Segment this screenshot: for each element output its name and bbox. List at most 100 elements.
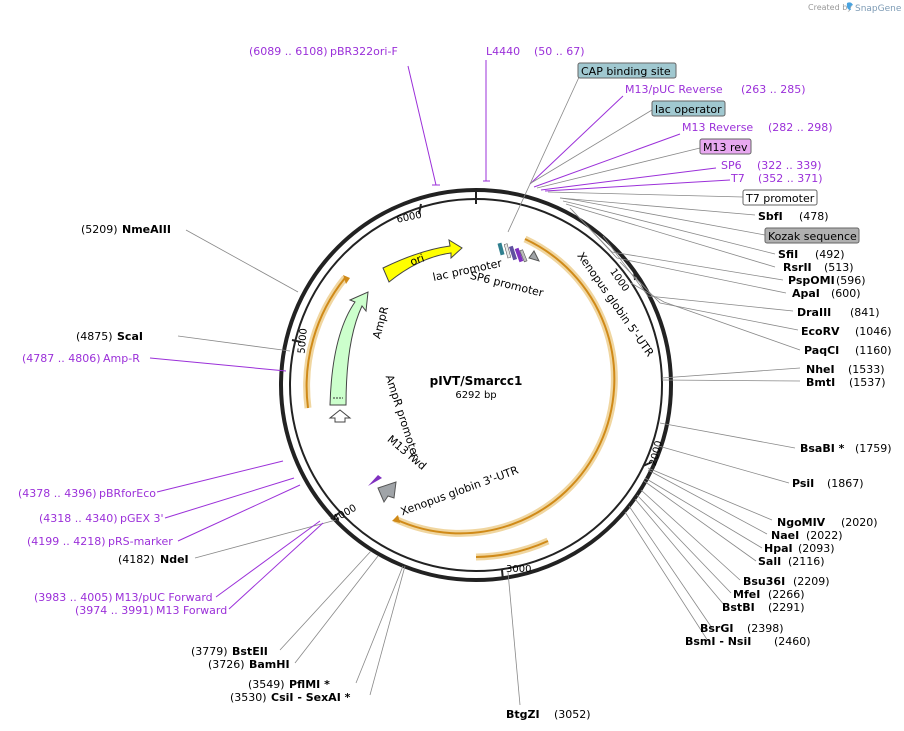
plasmid-name: pIVT/Smarcc1 — [430, 374, 523, 388]
enzyme-naei[interactable]: NaeI — [771, 529, 799, 542]
lac-operator-box[interactable] — [651, 100, 726, 117]
cds-arc[interactable] — [394, 238, 616, 535]
cap-binding-site-box[interactable] — [577, 62, 677, 79]
cds-arc2-halo — [475, 537, 550, 561]
enzyme-pos-bsu36i: (2209) — [793, 575, 830, 588]
primer-range-pbr322ori: (6089 .. 6108) — [249, 45, 328, 58]
enzyme-mfei[interactable]: MfeI — [733, 588, 760, 601]
enzyme-pos-psii: (1867) — [827, 477, 864, 490]
feature-leaders — [507, 74, 744, 233]
primer-t7[interactable]: T7 — [730, 172, 745, 185]
created-by-text: Created by — [808, 3, 852, 12]
ampr-promoter-feature[interactable] — [328, 409, 352, 423]
primer-m13puc-forward[interactable]: M13/pUC Forward — [115, 591, 213, 604]
primer-range-l4440: (50 .. 67) — [534, 45, 585, 58]
cds-arc3[interactable] — [305, 277, 346, 409]
ori-feature[interactable] — [382, 238, 463, 283]
enzyme-pos-bstbi: (2291) — [768, 601, 805, 614]
enzyme-pos-btgzi: (3052) — [554, 708, 591, 721]
enzyme-rsrii[interactable]: RsrII — [783, 261, 812, 274]
ori-label: ori — [408, 252, 426, 269]
primer-pbrforeco[interactable]: pBRforEco — [99, 487, 156, 500]
primer-range-t7: (352 .. 371) — [758, 172, 823, 185]
enzyme-pos-pspomi: (596) — [836, 274, 866, 287]
enzyme-pspomi[interactable]: PspOMI — [788, 274, 835, 287]
enzyme-pos-bsmi-nsii: (2460) — [774, 635, 811, 648]
enzyme-pos-paqci: (1160) — [855, 344, 892, 357]
enzyme-ndei[interactable]: NdeI — [160, 553, 189, 566]
primer-prs-marker[interactable]: pRS-marker — [108, 535, 173, 548]
enzyme-bsu36i[interactable]: Bsu36I — [743, 575, 785, 588]
enzyme-csii-sexai[interactable]: CsiI - SexAI * — [271, 691, 351, 704]
enzyme-ecorv[interactable]: EcoRV — [801, 325, 840, 338]
enzyme-pos-ngomiv: (2020) — [841, 516, 878, 529]
kozak-box[interactable] — [764, 227, 860, 244]
tick-label-6000: 6000 — [396, 210, 423, 226]
enzyme-ngomiv[interactable]: NgoMIV — [777, 516, 826, 529]
enzyme-bstbi[interactable]: BstBI — [722, 601, 755, 614]
m13-rev-box[interactable] — [699, 138, 752, 155]
enzyme-bamhi[interactable]: BamHI — [249, 658, 290, 671]
backbone-outer — [279, 188, 673, 582]
enzyme-psii[interactable]: PsiI — [792, 477, 814, 490]
enzyme-bsmi-nsii[interactable]: BsmI - NsiI — [685, 635, 751, 648]
primer-l4440[interactable]: L4440 — [486, 45, 520, 58]
primer-m13-reverse[interactable]: M13 Reverse — [682, 121, 753, 134]
snapgene-brand: SnapGene — [855, 4, 902, 14]
primer-range-m13puc-reverse: (263 .. 285) — [741, 83, 806, 96]
enzyme-pflmi[interactable]: PflMI * — [289, 678, 330, 691]
enzyme-apai[interactable]: ApaI — [792, 287, 820, 300]
top-feature-cluster[interactable] — [497, 242, 540, 263]
enzyme-pos-hpai: (2093) — [798, 542, 835, 555]
ampr-feature[interactable] — [329, 291, 369, 406]
cds-arc2[interactable] — [475, 540, 549, 558]
enzyme-sfii[interactable]: SfiI — [778, 248, 798, 261]
enzyme-paqci[interactable]: PaqCI — [804, 344, 839, 357]
primer-m13puc-reverse[interactable]: M13/pUC Reverse — [625, 83, 723, 96]
enzyme-pos-pflmi: (3549) — [248, 678, 285, 691]
enzyme-nhei[interactable]: NheI — [806, 363, 835, 376]
enzyme-bsabi[interactable]: BsaBI * — [800, 442, 845, 455]
primer-range-prs-marker: (4199 .. 4218) — [27, 535, 106, 548]
primer-pbr322ori[interactable]: pBR322ori-F — [330, 45, 398, 58]
enzyme-pos-apai: (600) — [831, 287, 861, 300]
enzyme-pos-sfii: (492) — [815, 248, 845, 261]
feature-m13-rev: M13 rev — [703, 141, 748, 154]
feature-kozak: Kozak sequence — [768, 230, 857, 243]
primer-sp6[interactable]: SP6 — [721, 159, 742, 172]
xenopus3-label: Xenopus globin 3'-UTR — [399, 463, 521, 518]
sp6-promoter-label: SP6 promoter — [469, 269, 546, 300]
enzyme-scai[interactable]: ScaI — [117, 330, 143, 343]
primer-range-ampr: (4787 .. 4806) — [22, 352, 101, 365]
enzyme-bsteii[interactable]: BstEII — [232, 645, 268, 658]
primer-ampr[interactable]: Amp-R — [103, 352, 140, 365]
feature-t7-promoter: T7 promoter — [745, 192, 815, 205]
enzyme-bsrgi[interactable]: BsrGI — [700, 622, 733, 635]
enzyme-bmti[interactable]: BmtI — [806, 376, 835, 389]
enzyme-pos-scai: (4875) — [76, 330, 113, 343]
enzyme-pos-csii-sexai: (3530) — [230, 691, 267, 704]
enzyme-pos-nhei: (1533) — [848, 363, 885, 376]
enzyme-pos-bmti: (1537) — [849, 376, 886, 389]
enzyme-sbfi[interactable]: SbfI — [758, 210, 783, 223]
xenopus3-feature[interactable] — [377, 481, 397, 504]
enzyme-hpai[interactable]: HpaI — [764, 542, 793, 555]
primer-range-pgex3: (4318 .. 4340) — [39, 512, 118, 525]
enzyme-draiii[interactable]: DraIII — [797, 306, 831, 319]
enzyme-btgzi[interactable]: BtgZI — [506, 708, 540, 721]
enzyme-sali[interactable]: SalI — [758, 555, 781, 568]
cds-arrowhead — [392, 515, 400, 523]
enzyme-pos-mfei: (2266) — [768, 588, 805, 601]
feature-cap-binding-site: CAP binding site — [581, 65, 671, 78]
enzyme-pos-bsteii: (3779) — [191, 645, 228, 658]
t7-promoter-box[interactable] — [742, 189, 818, 206]
primer-m13-forward[interactable]: M13 Forward — [156, 604, 227, 617]
primer-pgex3[interactable]: pGEX 3' — [120, 512, 164, 525]
enzyme-nmeaiii[interactable]: NmeAIII — [122, 223, 171, 236]
m13fwd-feature[interactable] — [368, 475, 382, 486]
cds-arc3-arrowhead — [343, 275, 350, 284]
primer-range-m13puc-forward: (3983 .. 4005) — [34, 591, 113, 604]
enzyme-pos-naei: (2022) — [806, 529, 843, 542]
tick-label-5000: 5000 — [297, 328, 310, 354]
